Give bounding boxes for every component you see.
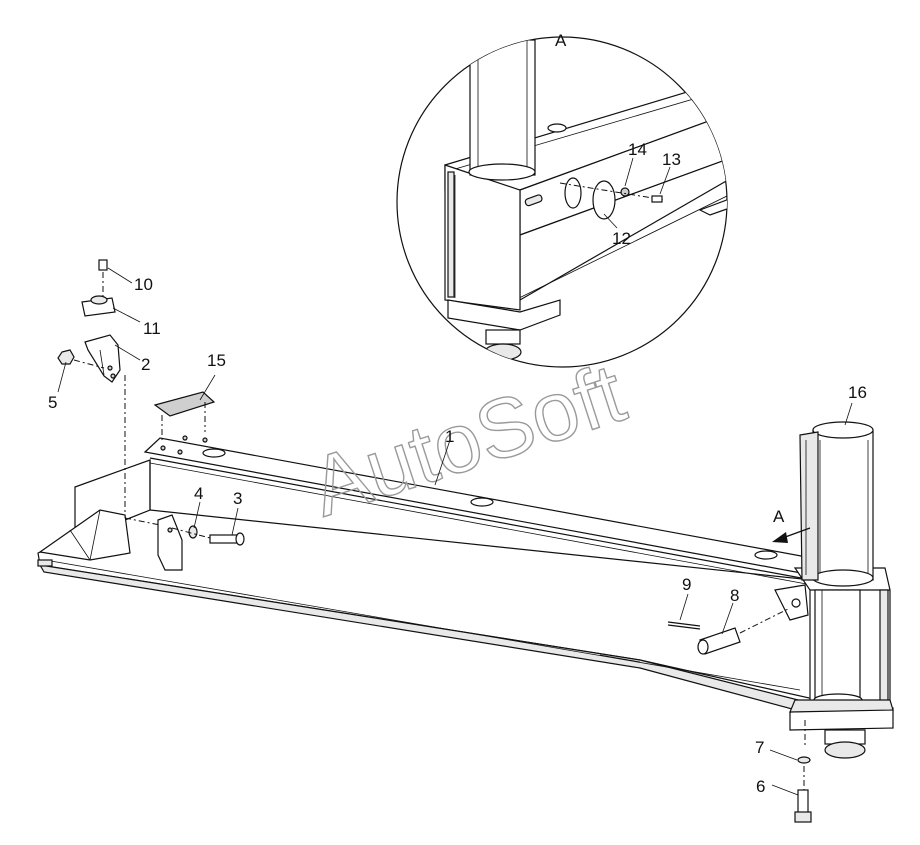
leader-lines: [57, 157, 853, 796]
washer-part-7: [797, 756, 811, 764]
callout-12: 12: [612, 229, 631, 248]
main-beam: [37, 435, 819, 717]
callout-10: 10: [134, 275, 153, 294]
callout-15: 15: [207, 351, 226, 370]
washer-part-4: [188, 525, 198, 539]
callout-1: 1: [445, 427, 454, 446]
nut-part-5: [57, 349, 75, 365]
callout-11: 11: [143, 319, 161, 338]
callout-7: 7: [755, 738, 764, 757]
callout-8: 8: [730, 586, 739, 605]
detail-label: A: [555, 31, 567, 50]
callout-6: 6: [756, 777, 765, 796]
pin-part-9: [667, 621, 701, 627]
cap-part-15: [153, 391, 216, 417]
callout-3: 3: [233, 489, 242, 508]
view-arrow-label: A: [773, 507, 785, 526]
callout-13: 13: [662, 150, 681, 169]
bolt-part-10: [98, 259, 108, 271]
callout-labels: A A 1 2 3 4 5 6 7 8 9 10 11 12 13 14 15 …: [48, 31, 867, 796]
callout-16: 16: [848, 383, 867, 402]
callout-14: 14: [628, 140, 647, 159]
callout-9: 9: [682, 575, 691, 594]
callout-2: 2: [141, 355, 150, 374]
post-assembly: [774, 421, 894, 759]
detail-view-a: [396, 36, 728, 368]
callout-4: 4: [194, 484, 203, 503]
parts: [57, 259, 812, 823]
view-arrow-a: [772, 527, 811, 543]
callout-5: 5: [48, 393, 57, 412]
bolt-part-3: [209, 534, 239, 544]
